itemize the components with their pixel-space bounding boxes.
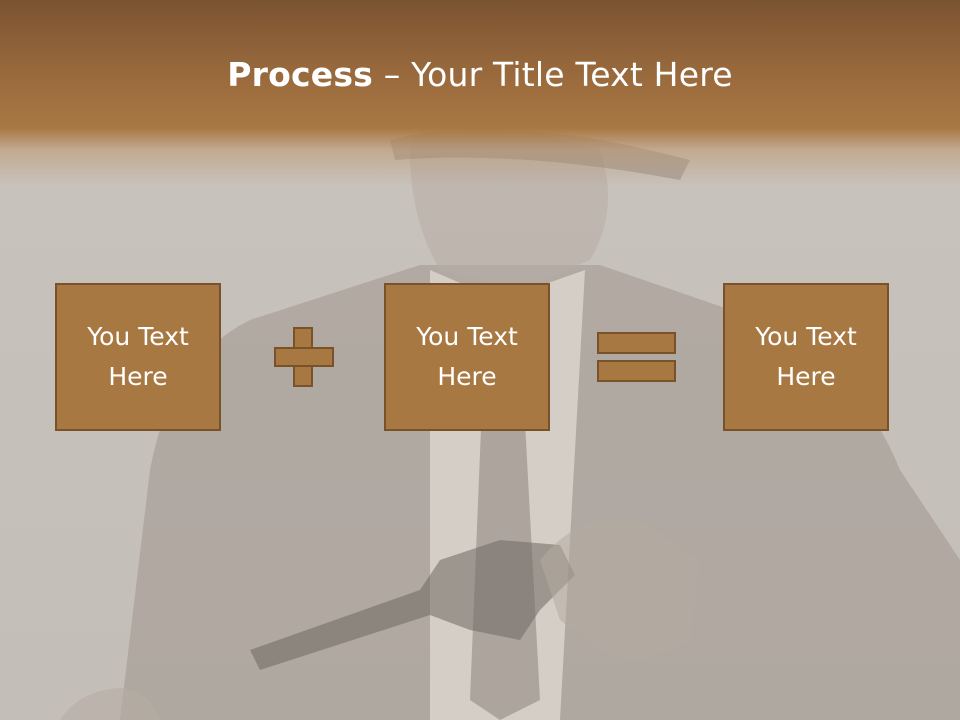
- slide-title: Process – Your Title Text Here: [0, 52, 960, 98]
- process-box-2[interactable]: You Text Here: [384, 283, 550, 431]
- process-box-3-text: You Text Here: [755, 322, 857, 391]
- process-box-1-text: You Text Here: [87, 322, 189, 391]
- process-box-3[interactable]: You Text Here: [723, 283, 889, 431]
- process-box-2-text: You Text Here: [416, 322, 518, 391]
- title-rest: – Your Title Text Here: [373, 55, 733, 94]
- process-box-1[interactable]: You Text Here: [55, 283, 221, 431]
- title-band: [0, 0, 960, 185]
- title-bold: Process: [227, 55, 374, 94]
